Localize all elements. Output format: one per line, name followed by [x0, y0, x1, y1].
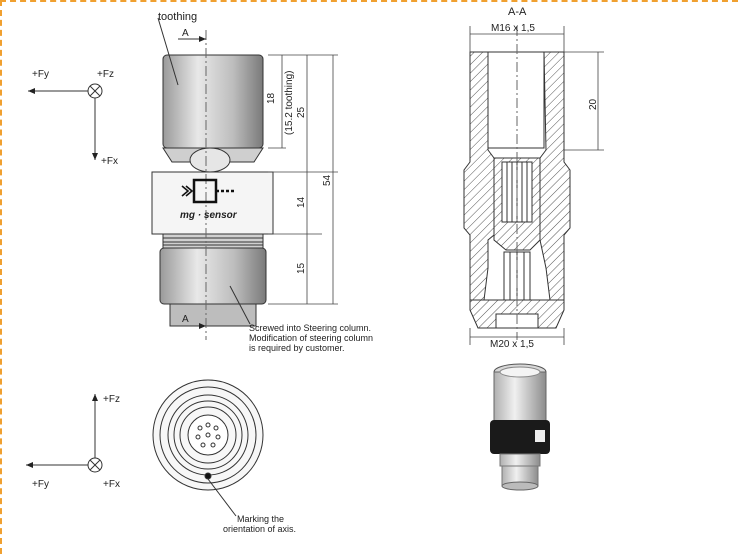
marking-line-1: Marking the: [237, 514, 284, 524]
top-border: [0, 0, 738, 5]
section-title: A-A: [508, 6, 527, 18]
toothing-label: toothing: [158, 11, 197, 23]
axis-fz-label-2: +Fz: [103, 394, 120, 405]
section-view: [463, 26, 571, 340]
front-dimensions: [268, 54, 338, 305]
dim-15: 15: [296, 262, 307, 274]
section-marker-bottom: A: [182, 314, 189, 325]
marking-line-2: orientation of axis.: [223, 524, 296, 534]
left-border: [0, 0, 6, 554]
axis-fy-label: +Fy: [32, 69, 49, 80]
dim-toothing: (15.2 toothing): [284, 71, 295, 136]
sensor-3d-render: [490, 363, 550, 491]
section-marker-top: A: [182, 28, 189, 39]
thread-top-label: M16 x 1,5: [491, 23, 535, 34]
dim-25: 25: [296, 106, 307, 118]
end-view: [152, 379, 264, 517]
brand-logo: [181, 178, 236, 204]
axis-symbol-top: [28, 83, 103, 160]
brand-label: mg · sensor: [180, 210, 238, 221]
axis-fx-label: +Fx: [101, 156, 118, 167]
note-line-2: Modification of steering column: [249, 333, 373, 343]
thread-bottom-label: M20 x 1,5: [490, 339, 534, 350]
dim-14: 14: [296, 196, 307, 208]
section-dimensions: [469, 26, 604, 345]
axis-fz-label: +Fz: [97, 69, 114, 80]
dim-18: 18: [266, 92, 277, 104]
dim-54: 54: [322, 174, 333, 186]
note-line-1: Screwed into Steering column.: [249, 323, 371, 333]
axis-symbol-bottom: [26, 394, 103, 473]
axis-fx-label-2: +Fx: [103, 479, 120, 490]
axis-fy-label-2: +Fy: [32, 479, 49, 490]
note-line-3: is required by customer.: [249, 343, 345, 353]
dim-20: 20: [588, 98, 599, 110]
